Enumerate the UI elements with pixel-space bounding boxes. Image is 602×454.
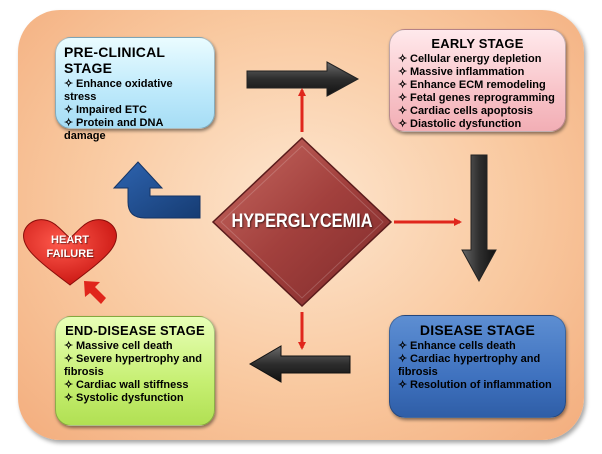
list-item-text: Impaired ETC (76, 104, 147, 116)
list-item: ✧Severe hypertrophy and fibrosis (64, 353, 206, 379)
bullet-icon: ✧ (398, 92, 408, 104)
bullet-icon: ✧ (64, 392, 74, 404)
list-item-text: Resolution of inflammation (410, 379, 552, 391)
list-item-text: Diastolic dysfunction (410, 118, 522, 130)
list-item-text: Enhance cells death (410, 340, 516, 352)
arrow-preclinical-to-early (246, 61, 360, 97)
bullet-icon: ✧ (64, 340, 74, 352)
bullet-icon: ✧ (64, 117, 74, 129)
early-stage-box: EARLY STAGE ✧Cellular energy depletion ✧… (389, 29, 566, 132)
list-item: ✧Impaired ETC (64, 104, 206, 117)
list-item: ✧Diastolic dysfunction (398, 118, 557, 131)
bullet-icon: ✧ (64, 353, 74, 365)
list-item-text: Massive cell death (76, 340, 173, 352)
enddisease-stage-box: END-DISEASE STAGE ✧Massive cell death ✧S… (55, 316, 215, 426)
disease-stage-list: ✧Enhance cells death ✧Cardiac hypertroph… (398, 340, 557, 392)
heart-failure-line2: FAILURE (46, 248, 94, 260)
list-item-text: Protein and DNA damage (64, 117, 163, 142)
list-item: ✧Enhance cells death (398, 340, 557, 353)
bullet-icon: ✧ (398, 79, 408, 91)
list-item-text: Enhance ECM remodeling (410, 79, 546, 91)
list-item-text: Severe hypertrophy and fibrosis (64, 353, 202, 378)
heart-icon (23, 219, 117, 286)
arrow-early-to-disease (461, 154, 497, 283)
bullet-icon: ✧ (398, 353, 408, 365)
list-item: ✧Cardiac wall stiffness (64, 379, 206, 392)
heart-failure-line1: HEART (51, 234, 89, 246)
bullet-icon: ✧ (398, 53, 408, 65)
bullet-icon: ✧ (64, 78, 74, 90)
heart-failure-label: HEART FAILURE (28, 233, 112, 261)
list-item-text: Enhance oxidative stress (64, 78, 173, 103)
list-item-text: Cardiac hypertrophy and fibrosis (398, 353, 541, 378)
bullet-icon: ✧ (398, 379, 408, 391)
list-item: ✧Systolic dysfunction (64, 392, 206, 405)
preclinical-stage-title: PRE-CLINICAL STAGE (64, 44, 165, 76)
list-item: ✧Protein and DNA damage (64, 117, 206, 143)
list-item-text: Fetal genes reprogramming (410, 92, 555, 104)
hyperglycemia-diamond (211, 136, 393, 308)
list-item: ✧Massive cell death (64, 340, 206, 353)
disease-stage-box: DISEASE STAGE ✧Enhance cells death ✧Card… (389, 315, 566, 418)
hyperglycemia-label: HYPERGLYCEMIA (231, 211, 373, 232)
list-item-text: Cardiac cells apoptosis (410, 105, 533, 117)
list-item: ✧Massive inflammation (398, 66, 557, 79)
list-item-text: Cardiac wall stiffness (76, 379, 189, 391)
list-item-text: Massive inflammation (410, 66, 525, 78)
list-item: ✧Cellular energy depletion (398, 53, 557, 66)
list-item-text: Cellular energy depletion (410, 53, 542, 65)
list-item: ✧Fetal genes reprogramming (398, 92, 557, 105)
bullet-icon: ✧ (398, 340, 408, 352)
early-stage-list: ✧Cellular energy depletion ✧Massive infl… (398, 53, 557, 131)
list-item: ✧Resolution of inflammation (398, 379, 557, 392)
early-stage-title: EARLY STAGE (431, 36, 524, 51)
list-item: ✧Enhance oxidative stress (64, 78, 206, 104)
enddisease-stage-title: END-DISEASE STAGE (65, 323, 205, 338)
bullet-icon: ✧ (398, 118, 408, 130)
bullet-icon: ✧ (64, 104, 74, 116)
disease-stage-title: DISEASE STAGE (419, 322, 536, 338)
preclinical-stage-list: ✧Enhance oxidative stress ✧Impaired ETC … (64, 78, 206, 143)
list-item: ✧Cardiac hypertrophy and fibrosis (398, 353, 557, 379)
list-item-text: Systolic dysfunction (76, 392, 184, 404)
arrow-disease-to-enddisease (249, 345, 351, 383)
enddisease-stage-list: ✧Massive cell death ✧Severe hypertrophy … (64, 340, 206, 405)
arrow-enddisease-to-heart (84, 281, 106, 304)
preclinical-stage-box: PRE-CLINICAL STAGE ✧Enhance oxidative st… (55, 37, 215, 142)
bullet-icon: ✧ (398, 66, 408, 78)
list-item: ✧Cardiac cells apoptosis (398, 105, 557, 118)
list-item: ✧Enhance ECM remodeling (398, 79, 557, 92)
bullet-icon: ✧ (64, 379, 74, 391)
arrow-center-to-preclinical (112, 161, 201, 219)
bullet-icon: ✧ (398, 105, 408, 117)
